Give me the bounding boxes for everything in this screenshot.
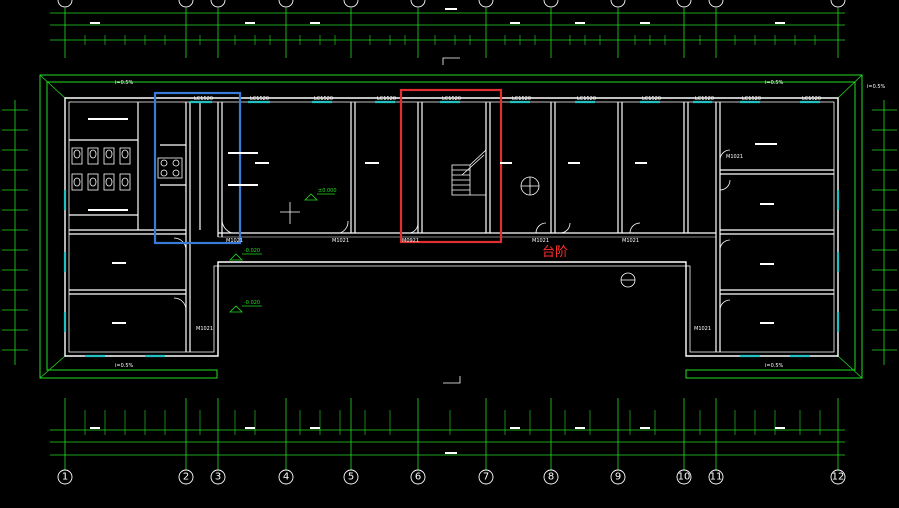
svg-text:LC1520: LC1520 — [314, 96, 333, 102]
axis-label: 1 — [62, 472, 68, 483]
apron-corner-diag-br — [837, 355, 863, 379]
axis-bubble — [708, 0, 724, 8]
restroom-fixtures — [71, 147, 183, 191]
axis-bubble — [478, 469, 494, 485]
svg-text:M1021: M1021 — [332, 238, 349, 244]
svg-text:i=0.5%: i=0.5% — [765, 80, 784, 86]
highlight-box-red — [399, 88, 503, 244]
axis-bubble — [57, 0, 73, 8]
svg-text:M1021: M1021 — [532, 238, 549, 244]
axis-bubble — [478, 0, 494, 8]
svg-text:-0.020: -0.020 — [244, 300, 260, 306]
axis-bubble — [278, 469, 294, 485]
axis-bubble — [676, 0, 692, 8]
svg-text:i=0.5%: i=0.5% — [115, 363, 134, 369]
axis-bubble — [210, 469, 226, 485]
axis-bubble — [57, 469, 73, 485]
windows — [63, 100, 840, 358]
axis-bubble — [178, 0, 194, 8]
svg-text:i=0.5%: i=0.5% — [765, 363, 784, 369]
door-swings — [173, 149, 731, 311]
break-marks — [442, 57, 461, 384]
bottom-grid-ticks — [64, 398, 839, 470]
left-side-dimension-ticks — [2, 100, 28, 365]
exterior-wall-inner — [68, 101, 835, 353]
axis-label: 4 — [283, 472, 289, 483]
axis-label: 6 — [415, 472, 421, 483]
exterior-wall-outline — [64, 97, 839, 357]
bottom-dimension-lines — [50, 429, 845, 456]
svg-text:i=0.5%: i=0.5% — [115, 80, 134, 86]
svg-text:±0.000: ±0.000 — [318, 188, 337, 194]
svg-text:LC1520: LC1520 — [742, 96, 761, 102]
axis-bubble — [708, 469, 724, 485]
room-label-marks — [88, 118, 777, 324]
axis-bubble — [343, 0, 359, 8]
axis-label: 12 — [832, 472, 845, 483]
svg-text:LC1520: LC1520 — [377, 96, 396, 102]
interior-partitions — [69, 102, 834, 352]
elevation-marks — [229, 193, 335, 313]
axis-bubble — [210, 0, 226, 8]
elevation-labels: -0.020 ±0.000 -0.020 — [244, 188, 337, 306]
svg-text:LC1520: LC1520 — [442, 96, 461, 102]
axis-label: 3 — [215, 472, 221, 483]
top-small-ticks — [84, 35, 816, 45]
axis-label: 9 — [615, 472, 621, 483]
dimension-text-marks — [90, 8, 785, 454]
top-grid-ticks — [64, 8, 839, 58]
svg-text:M1021: M1021 — [226, 238, 243, 244]
axis-bubble — [830, 0, 846, 8]
axis-label: 5 — [348, 472, 354, 483]
axis-bubble — [543, 469, 559, 485]
axis-label: 10 — [678, 472, 691, 483]
svg-text:LC1520: LC1520 — [695, 96, 714, 102]
axis-label: 11 — [710, 472, 723, 483]
axis-label: 8 — [548, 472, 554, 483]
axis-bubble — [343, 469, 359, 485]
svg-text:LC1520: LC1520 — [250, 96, 269, 102]
axis-bubble — [610, 0, 626, 8]
axis-bubble — [178, 469, 194, 485]
apron-corner-diag-bl — [39, 355, 66, 379]
svg-text:M1021: M1021 — [726, 154, 743, 160]
axis-bubble — [278, 0, 294, 8]
apron-corner-diag-tl — [39, 74, 66, 99]
axis-label: 7 — [483, 472, 489, 483]
slope-labels: i=0.5% i=0.5% i=0.5% i=0.5% i=0.5% — [115, 80, 886, 369]
svg-text:LC1520: LC1520 — [802, 96, 821, 102]
apron-outline — [39, 74, 863, 379]
window-tags: LC1520 LC1520 LC1520 LC1520 LC1520 LC152… — [194, 96, 821, 102]
axis-bubble — [676, 469, 692, 485]
svg-text:LC1520: LC1520 — [577, 96, 596, 102]
svg-text:M1021: M1021 — [694, 326, 711, 332]
right-side-dimension-ticks — [872, 100, 897, 365]
door-tags: M1021 M1021 M0921 M1021 M1021 M1021 M102… — [196, 154, 743, 332]
axis-label: 2 — [183, 472, 189, 483]
callout-label: 台阶 — [542, 245, 568, 260]
axis-bubble — [830, 469, 846, 485]
axis-bubble — [410, 469, 426, 485]
axis-bubble — [543, 0, 559, 8]
stair — [451, 149, 540, 196]
svg-text:LC1520: LC1520 — [194, 96, 213, 102]
top-dimension-lines — [50, 12, 845, 41]
bottom-small-ticks — [84, 410, 821, 435]
svg-text:M1021: M1021 — [622, 238, 639, 244]
svg-text:LC1520: LC1520 — [512, 96, 531, 102]
highlight-box-blue — [153, 91, 242, 245]
apron-corner-diag-tr — [837, 74, 863, 99]
axis-bubble — [610, 469, 626, 485]
axis-bubble — [410, 0, 426, 8]
svg-text:-0.020: -0.020 — [244, 248, 260, 254]
svg-text:i=0.5%: i=0.5% — [867, 84, 886, 90]
svg-text:M1021: M1021 — [196, 326, 213, 332]
svg-text:M0921: M0921 — [402, 238, 419, 244]
svg-text:LC1520: LC1520 — [642, 96, 661, 102]
axis-bubbles-top — [57, 0, 846, 8]
